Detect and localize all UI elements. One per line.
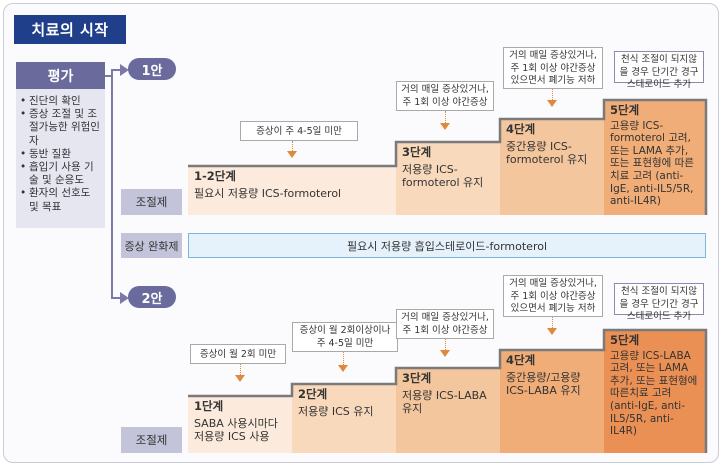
controller-label: 조절제 xyxy=(121,189,182,215)
dotted-connector xyxy=(552,317,553,328)
step-heading: 3단계 xyxy=(402,145,432,159)
step-body: 고용량 ICS-LABA 고려, 또는 LAMA 추가, 또는 표현형에 따른치… xyxy=(610,349,698,438)
option2-note-2: 증상이 월 2회이상이나 주 4-5일 미만 xyxy=(292,322,398,352)
option2-step-5: 5단계 고용량 ICS-LABA 고려, 또는 LAMA 추가, 또는 표현형에… xyxy=(604,330,706,453)
evaluation-list: 진단의 확인 증상 조절 및 조절가능한 위험인자 동반 질환 흡입기 사용 기… xyxy=(16,89,105,228)
connector-branch xyxy=(111,297,121,299)
dotted-connector xyxy=(445,339,446,350)
connector-line xyxy=(111,70,113,298)
step-heading: 4단계 xyxy=(506,353,536,367)
arrow-down-icon xyxy=(235,375,245,382)
arrow-down-icon xyxy=(287,151,297,158)
dotted-connector xyxy=(343,352,344,365)
arrow-down-icon xyxy=(547,328,557,335)
step-body: 중간용량 ICS-formoterol 유지 xyxy=(506,139,588,167)
reliever-label: 증상 완화제 xyxy=(121,233,182,258)
dotted-connector xyxy=(552,89,553,100)
option1-tag: 1안 xyxy=(128,58,176,80)
option2-step-2: 2단계 저용량 ICS 유지 xyxy=(292,384,396,453)
option1-note-1: 증상이 주 4-5일 미만 xyxy=(240,121,358,141)
option2-step-4: 4단계 중간용량/고용량 ICS-LABA 유지 xyxy=(500,350,604,453)
evaluation-item: 증상 조절 및 조절가능한 위험인자 xyxy=(20,108,101,148)
option2-tag: 2안 xyxy=(128,286,176,308)
step-heading: 1단계 xyxy=(194,399,224,413)
option1-step-1: 1-2단계 필요시 저용량 ICS-formoterol xyxy=(188,166,396,215)
option1-note-3: 거의 매일 증상있거나, 주 1회 이상 야간증상 있으면서 폐기능 저하 xyxy=(503,47,603,89)
dotted-connector xyxy=(445,111,446,123)
arrow-right-icon xyxy=(120,292,129,304)
option1-note-4: 천식 조절이 되지않을 경우 단기간 경구스테로이드 추가 xyxy=(614,51,704,90)
evaluation-item: 진단의 확인 xyxy=(20,95,101,108)
connector-line xyxy=(105,75,113,77)
step-heading: 1-2단계 xyxy=(194,169,236,183)
step-body: 필요시 저용량 ICS-formoterol xyxy=(194,186,342,200)
option2-note-5: 천식 조절이 되지않을 경우 단기간 경구스테로이드 추가 xyxy=(614,283,704,322)
evaluation-item: 환자의 선호도 및 목표 xyxy=(20,187,101,213)
arrow-down-icon xyxy=(440,123,450,130)
arrow-down-icon xyxy=(440,350,450,357)
option2-step-1: 1단계 SABA 사용시마다 저용량 ICS 사용 xyxy=(188,396,292,453)
reliever-bar: 필요시 저용량 흡입스테로이드-formoterol xyxy=(188,233,706,258)
step-body: 저용량 ICS 유지 xyxy=(298,404,374,418)
option2-note-3: 거의 매일 증상있거나, 주 1회 이상 야간증상 xyxy=(396,309,494,339)
arrow-right-icon xyxy=(120,64,129,76)
step-body: 중간용량/고용량 ICS-LABA 유지 xyxy=(506,370,581,398)
connector-branch xyxy=(111,69,121,71)
step-heading: 2단계 xyxy=(298,387,328,401)
option1-step-5: 5단계 고용량 ICS-formoterol 고려, 또는 LAMA 추가, 또… xyxy=(604,100,706,215)
arrow-down-icon xyxy=(338,365,348,372)
step-heading: 3단계 xyxy=(402,371,432,385)
evaluation-item: 동반 질환 xyxy=(20,148,101,161)
step-heading: 5단계 xyxy=(610,333,640,347)
option2-step-3: 3단계 저용량 ICS-LABA 유지 xyxy=(396,368,500,453)
option1-step-4: 4단계 중간용량 ICS-formoterol 유지 xyxy=(500,119,604,215)
arrow-down-icon xyxy=(547,100,557,107)
option2-note-4: 거의 매일 증상있거나, 주 1회 이상 야간증상 있으면서 폐기능 저하 xyxy=(503,275,603,317)
option2-note-1: 증상이 월 2회 미만 xyxy=(190,344,286,364)
option1-step-3: 3단계 저용량 ICS-formoterol 유지 xyxy=(396,142,500,215)
evaluation-header: 평가 xyxy=(16,62,105,89)
page-title: 치료의 시작 xyxy=(14,15,126,44)
dotted-connector xyxy=(240,364,241,375)
step-body: 저용량 ICS-LABA 유지 xyxy=(402,388,487,416)
step-body: 저용량 ICS-formoterol 유지 xyxy=(402,162,484,190)
step-body: 고용량 ICS-formoterol 고려, 또는 LAMA 추가, 또는 표현… xyxy=(610,119,694,208)
step-heading: 5단계 xyxy=(610,103,640,117)
step-heading: 4단계 xyxy=(506,122,536,136)
dotted-connector xyxy=(292,141,293,151)
option1-note-2: 거의 매일 증상있거나, 주 1회 이상 야간증상 xyxy=(396,81,494,111)
evaluation-item: 흡입기 사용 기술 및 순응도 xyxy=(20,161,101,187)
step-body: SABA 사용시마다 저용량 ICS 사용 xyxy=(194,416,278,444)
controller-label: 조절제 xyxy=(121,427,182,453)
